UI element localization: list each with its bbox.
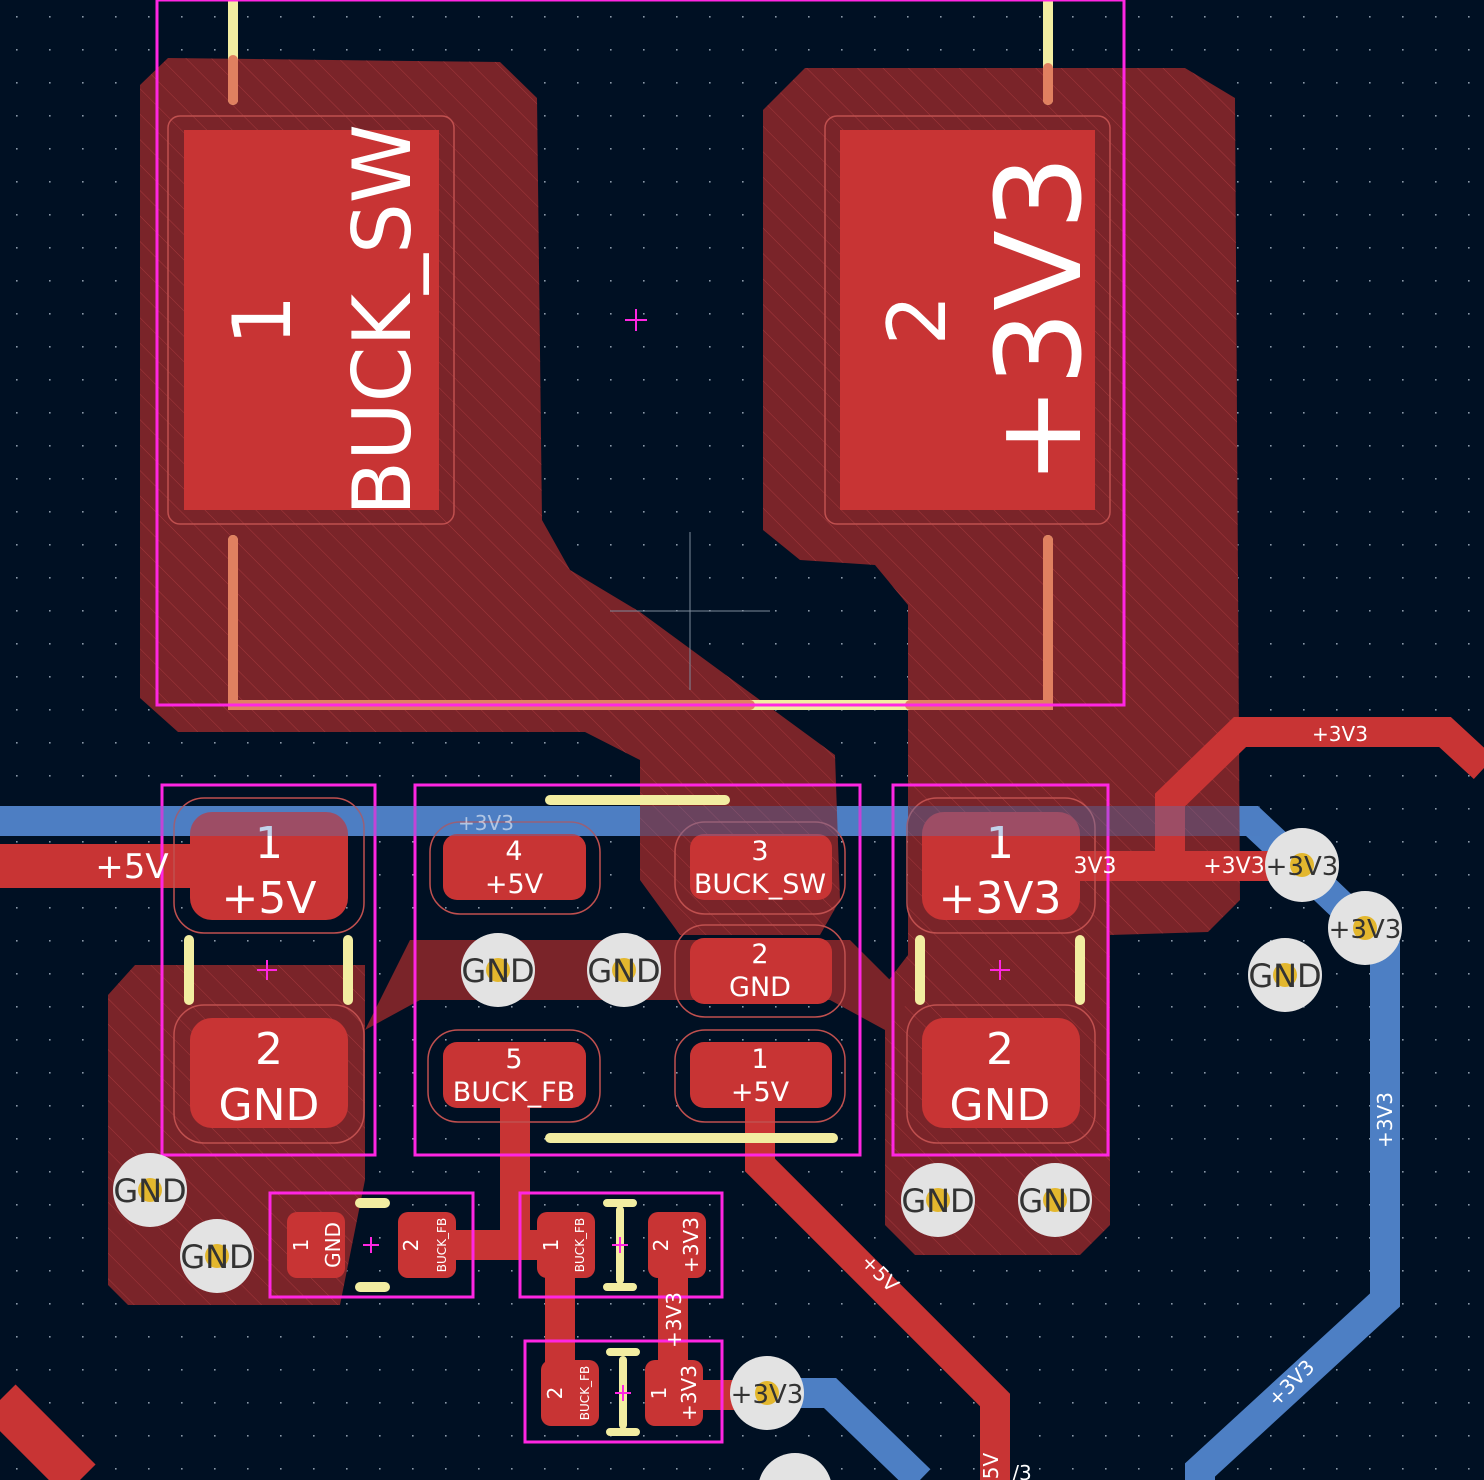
cap-left-center-mark [257,960,277,980]
svg-text:GND: GND [1248,957,1321,995]
resistor-a[interactable]: 1 GND 2 BUCK_FB [268,1191,475,1299]
regulator-pad-3-number: 3 [751,836,768,867]
regulator-pad-5-net: BUCK_FB [453,1077,575,1108]
resistor-c-pad-1-number: 1 [647,1387,671,1400]
cap-left-silkscreen [184,935,353,1005]
regulator-pad-1-number: 1 [751,1044,768,1075]
svg-text:GND: GND [113,1172,186,1210]
resistor-b-pad-1-net: BUCK_FB [573,1218,587,1272]
track-5v-diag[interactable] [745,1090,1010,1480]
regulator-pad-2-number: 2 [751,939,768,970]
resistor-b-pad-2-net: +3V3 [679,1217,703,1273]
via-gnd-2[interactable]: GND [587,933,661,1007]
resistor-a-pad-2-net: BUCK_FB [435,1218,449,1272]
svg-text:+3V3: +3V3 [1266,852,1339,882]
track-partial-bottom-left[interactable] [0,1384,96,1480]
svg-text:GND: GND [901,1182,974,1220]
cap-left-pad-2[interactable]: 2 GND [173,1004,365,1144]
svg-text:+3V3: +3V3 [731,1380,804,1410]
via-gnd-3[interactable]: GND [1248,938,1322,1012]
cap-right-pad-2-number: 2 [986,1024,1014,1075]
resistor-a-pad-1-number: 1 [289,1239,313,1252]
cap-right-pad-1-number: 1 [986,818,1014,869]
label-5v-bottom: 5V [979,1452,1003,1479]
via-partial-bottom[interactable] [758,1453,832,1480]
regulator-pad-1[interactable]: 1 +5V [674,1029,846,1123]
resistor-c-pad-2-net: BUCK_FB [578,1366,592,1420]
via-3v3-1[interactable]: +3V3 [1265,828,1339,902]
regulator-pad-3-net: BUCK_SW [694,869,826,900]
inductor-pad-1[interactable]: 1 BUCK_SW [167,115,455,525]
via-3v3-2[interactable]: +3V3 [1328,891,1402,965]
resistor-a-pad-2-number: 2 [399,1239,423,1252]
via-3v3-3[interactable]: +3V3 [730,1356,804,1430]
cap-left-courtyard [160,783,377,1157]
inductor-pad-2-number: 2 [871,295,964,346]
via-gnd-6[interactable]: GND [901,1163,975,1237]
regulator-pad-2-net: GND [729,972,791,1003]
cap-left-pad-1-number: 1 [255,818,283,869]
svg-text:GND: GND [461,952,534,990]
regulator-pad-4-net: +5V [485,869,544,900]
bottom-track-overlay [0,806,1260,836]
cap-right-silkscreen [915,935,1085,1005]
label-3v3-right-b: +3V3 [1203,854,1264,879]
via-gnd-4[interactable]: GND [113,1153,187,1227]
svg-text:+3V3: +3V3 [1329,915,1402,945]
cursor-crosshair [610,532,770,690]
cap-left-pad-2-net: GND [219,1080,320,1131]
inductor-center-mark [625,309,647,331]
inductor-courtyard [155,0,1126,707]
resistor-b-pad-2-number: 2 [649,1239,673,1252]
cap-right-pad-2-net: GND [950,1080,1051,1131]
via-gnd-1[interactable]: GND [461,933,535,1007]
label-5v-left: +5V [95,847,168,887]
cap-right-center-mark [990,960,1010,980]
svg-text:GND: GND [180,1238,253,1276]
cap-left-pad-1-net: +5V [222,873,317,924]
resistor-a-pad-1-net: GND [321,1222,345,1268]
cap-right-courtyard [891,783,1110,1157]
regulator-pad-1-net: +5V [731,1077,790,1108]
cap-right-pad-2[interactable]: 2 GND [906,1004,1096,1144]
label-3v3-top: +3V3 [1312,722,1368,746]
regulator-pad-4[interactable]: 4 +5V [429,821,601,915]
regulator-courtyard [413,783,862,1157]
regulator-pad-2[interactable]: 2 GND [674,924,846,1018]
label-3v3-vertical: +3V3 [1373,1092,1397,1148]
label-3v3-blue: +3V3 [458,811,514,835]
cap-left-pad-1[interactable]: 1 +5V [173,797,365,934]
resistor-b[interactable]: 1 BUCK_FB 2 +3V3 [518,1191,724,1299]
label-3v3-res-trace: +3V3 [662,1292,686,1348]
resistor-c[interactable]: 2 BUCK_FB 1 +3V3 [523,1339,724,1444]
via-gnd-5[interactable]: GND [180,1219,254,1293]
cap-right-pad-1[interactable]: 1 +3V3 [906,797,1096,934]
regulator-pad-5[interactable]: 5 BUCK_FB [427,1029,601,1123]
label-3v3-bottom: /3 [1012,1461,1031,1480]
label-3v3-right-a: 3V3 [1073,854,1116,879]
regulator-silkscreen [545,795,838,1143]
inductor-pad-1-number: 1 [216,295,309,346]
via-gnd-7[interactable]: GND [1018,1163,1092,1237]
resistor-b-pad-1-number: 1 [539,1239,563,1252]
inductor-pad-2-net: +3V3 [970,155,1108,485]
resistor-c-pad-2-number: 2 [543,1387,567,1400]
cap-right-pad-1-net: +3V3 [939,873,1062,924]
regulator-pad-4-number: 4 [505,836,522,867]
svg-text:GND: GND [587,952,660,990]
regulator-pad-5-number: 5 [505,1044,522,1075]
resistor-c-pad-1-net: +3V3 [677,1365,701,1421]
regulator-pad-3[interactable]: 3 BUCK_SW [674,821,846,915]
vias: GND GND GND GND GND GND GND +3V3 [113,828,1402,1480]
svg-text:GND: GND [1018,1182,1091,1220]
inductor-pad-1-net: BUCK_SW [336,124,429,516]
cap-left-pad-2-number: 2 [255,1024,283,1075]
inductor-pad-2[interactable]: 2 +3V3 [824,115,1111,525]
